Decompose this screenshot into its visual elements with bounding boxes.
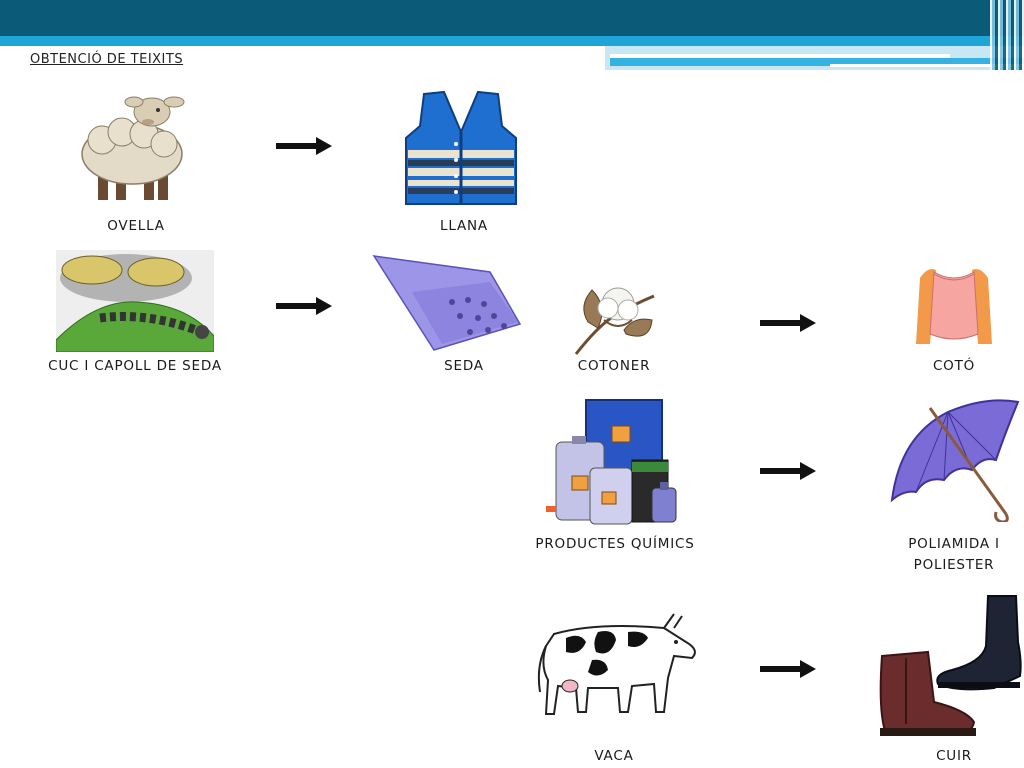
cotton-top-icon bbox=[916, 269, 992, 344]
arrow-right-icon bbox=[760, 314, 816, 332]
label-coto: COTÓ bbox=[932, 358, 976, 374]
label-ovella: OVELLA bbox=[107, 218, 165, 234]
sheep-icon bbox=[81, 96, 185, 200]
silkworm-cocoon-icon bbox=[56, 250, 214, 352]
arrow-right-icon bbox=[760, 660, 816, 678]
label-llana: LLANA bbox=[440, 218, 488, 234]
label-cuc-capoll: CUC I CAPOLL DE SEDA bbox=[48, 358, 222, 374]
label-vaca: VACA bbox=[594, 748, 634, 764]
header-banner bbox=[0, 0, 1024, 70]
boots-icon bbox=[879, 595, 1022, 736]
label-seda: SEDA bbox=[444, 358, 484, 374]
banner-vertical-lines bbox=[990, 0, 1024, 70]
cotton-plant-icon bbox=[574, 287, 655, 355]
label-productes-quimics: PRODUCTES QUÍMICS bbox=[535, 536, 695, 552]
label-cuir: CUIR bbox=[936, 748, 972, 764]
banner-dark-band bbox=[0, 0, 1024, 36]
umbrella-icon bbox=[890, 399, 1020, 522]
label-poliamida: POLIAMIDA I POLIESTER bbox=[888, 534, 1020, 576]
page-title: OBTENCIÓ DE TEIXITS bbox=[30, 52, 184, 67]
chemical-containers-icon bbox=[546, 399, 677, 525]
banner-white-strip bbox=[610, 54, 950, 58]
banner-white-strip-2 bbox=[830, 64, 1024, 67]
arrow-right-icon bbox=[276, 137, 332, 155]
arrow-right-icon bbox=[276, 297, 332, 315]
wool-vest-icon bbox=[405, 90, 517, 205]
banner-cyan-band bbox=[0, 36, 1024, 46]
banner-cyan-strip bbox=[610, 58, 1024, 66]
label-poliamida-line2: POLIESTER bbox=[913, 557, 995, 573]
banner-title-area bbox=[0, 46, 605, 70]
label-poliamida-line1: POLIAMIDA I bbox=[908, 536, 1000, 552]
label-cotoner: COTONER bbox=[577, 358, 651, 374]
silk-scarf-icon bbox=[372, 255, 522, 351]
arrow-right-icon bbox=[760, 462, 816, 480]
cow-icon bbox=[537, 613, 696, 715]
